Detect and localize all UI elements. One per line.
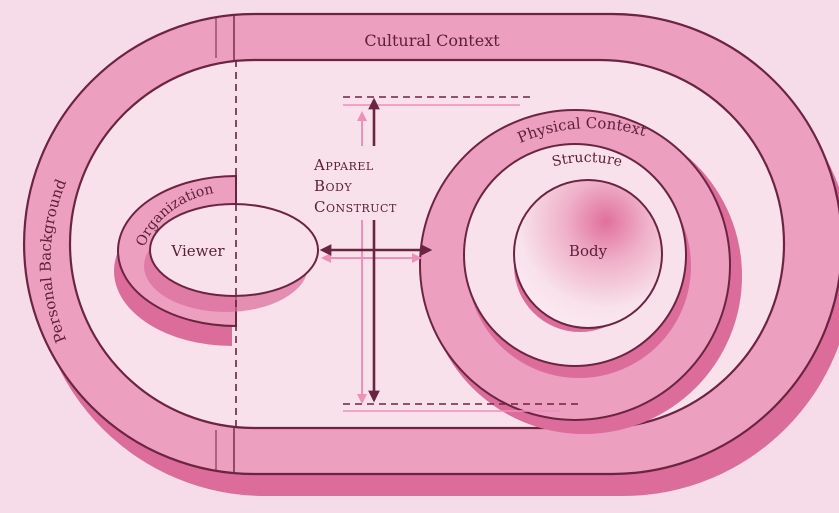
body-label: Body	[569, 242, 608, 260]
cultural-context-label: Cultural Context	[364, 31, 500, 50]
body-construct-body-label: Body	[314, 177, 352, 195]
apparel-label: Apparel	[313, 156, 374, 174]
apparel-label-background	[306, 146, 424, 220]
viewer-label: Viewer	[170, 242, 225, 260]
construct-label: Construct	[314, 198, 397, 216]
structure-label: Structure	[550, 150, 623, 170]
viewer-ellipse	[149, 203, 319, 297]
body-circle	[513, 179, 663, 329]
